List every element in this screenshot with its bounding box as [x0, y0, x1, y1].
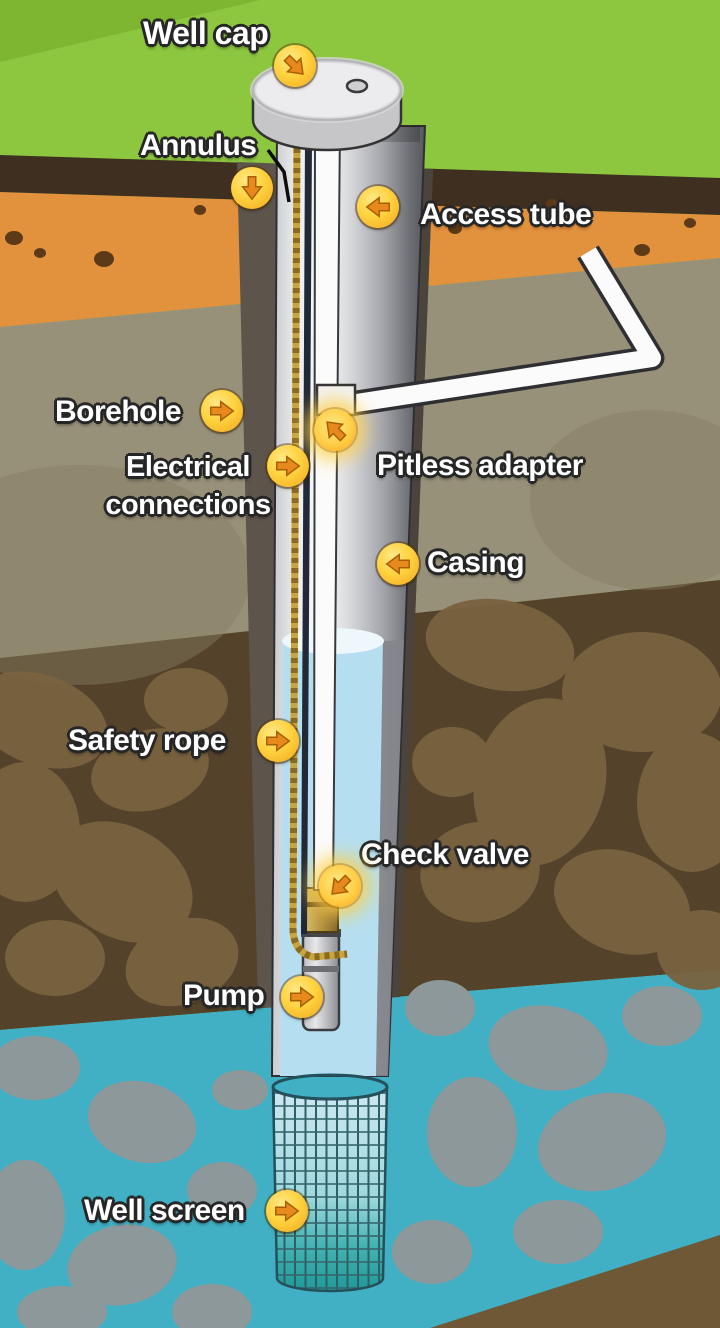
well-screen-mesh	[271, 1086, 389, 1293]
borehole-arrow-icon[interactable]	[201, 390, 243, 432]
well-screen-arrow-icon[interactable]	[266, 1190, 308, 1232]
access-tube-arrow-icon[interactable]	[357, 186, 399, 228]
electrical-wire	[301, 140, 312, 934]
safety-rope-braid	[289, 137, 348, 961]
well-screen-top-rim	[271, 1073, 389, 1101]
access-tube-label: Access tube	[420, 198, 592, 231]
pump-arrow-icon[interactable]	[281, 976, 323, 1018]
electrical-label-line2: connections	[105, 488, 271, 521]
well-cap-label: Well cap	[143, 15, 269, 51]
bedrock-wedge	[430, 1235, 720, 1328]
pump-label: Pump	[183, 979, 265, 1012]
well-cap-rim	[250, 57, 404, 123]
brown-layer-rocks	[0, 598, 720, 1007]
safety-rope-arrow-icon[interactable]	[257, 720, 299, 762]
annulus-pointer-line	[266, 148, 291, 203]
electrical-label-line1: Electrical	[126, 451, 250, 483]
subsoil-speckles	[5, 199, 696, 267]
olive-patches	[0, 410, 720, 685]
check-valve-band	[306, 902, 338, 907]
casing-label: Casing	[427, 546, 525, 579]
annulus-label: Annulus	[140, 129, 257, 162]
annulus-arrow-icon[interactable]	[231, 167, 273, 209]
electrical-connections-label: Electrical connections	[88, 449, 288, 524]
pitless-adapter-label: Pitless adapter	[377, 449, 583, 482]
service-pipe	[348, 247, 661, 413]
borehole-label: Borehole	[55, 395, 182, 428]
well-screen-label: Well screen	[84, 1194, 245, 1227]
pump-mid-band	[303, 966, 339, 972]
grass-shade	[0, 0, 260, 62]
casing-inner-right-wall	[376, 640, 404, 1076]
well-cap-arrow-icon[interactable]	[274, 45, 316, 87]
check-valve-arrow-icon[interactable]	[319, 865, 361, 907]
pitless-adapter-arrow-icon[interactable]	[314, 409, 356, 451]
casing-arrow-icon[interactable]	[377, 543, 419, 585]
borehole-edge-shade	[392, 169, 433, 997]
aquifer-rocks	[0, 980, 702, 1328]
safety-rope-label: Safety rope	[68, 724, 226, 757]
vent-hole	[345, 78, 369, 94]
electrical-arrow-icon[interactable]	[267, 445, 309, 487]
check-valve-label: Check valve	[361, 838, 529, 871]
